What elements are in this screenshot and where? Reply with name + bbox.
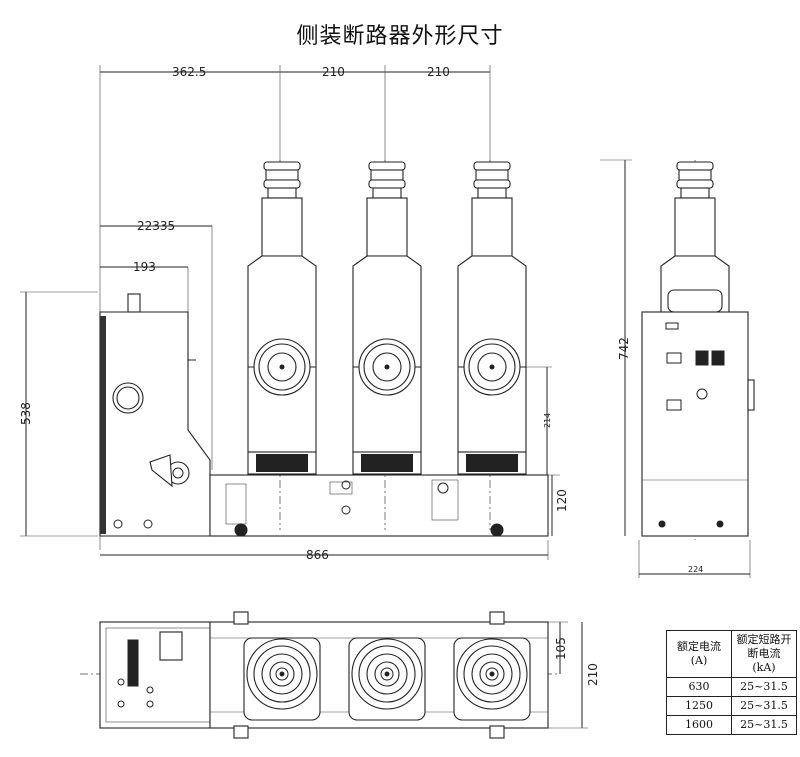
dim-22335: 22335 xyxy=(137,219,175,233)
table-row: 630 25~31.5 xyxy=(666,677,797,697)
table-cell-breaking: 25~31.5 xyxy=(731,715,797,735)
top-view: 105 210 xyxy=(80,611,600,739)
table-cell-current: 1600 xyxy=(666,715,732,735)
dim-362: 362.5 xyxy=(172,65,206,79)
dim-214: 214 xyxy=(543,413,552,428)
dim-120: 120 xyxy=(555,489,569,512)
table-header-breaking: 额定短路开断电流(kA) xyxy=(731,630,797,678)
dim-193: 193 xyxy=(133,260,156,274)
table-row: 1600 25~31.5 xyxy=(666,715,797,735)
table-header-current-label: 额定电流(A) xyxy=(677,640,721,667)
dim-224: 224 xyxy=(688,565,703,574)
dim-210-right: 210 xyxy=(427,65,450,79)
table-cell-current: 630 xyxy=(666,677,732,697)
table-cell-breaking: 25~31.5 xyxy=(731,696,797,716)
dim-742: 742 xyxy=(617,337,631,360)
drawing-title: 侧装断路器外形尺寸 xyxy=(296,24,504,49)
rating-table: 额定电流(A) 额定短路开断电流(kA) 630 25~31.5 1250 25… xyxy=(666,630,797,735)
dim-210-left: 210 xyxy=(322,65,345,79)
table-header-row: 额定电流(A) 额定短路开断电流(kA) xyxy=(666,630,797,678)
dim-105: 105 xyxy=(554,637,568,660)
table-header-current: 额定电流(A) xyxy=(666,630,732,678)
dim-210-side: 210 xyxy=(586,663,600,686)
side-view: 224 xyxy=(638,160,755,578)
table-row: 1250 25~31.5 xyxy=(666,696,797,716)
front-view: 362.5 210 210 22335 193 538 742 214 120 … xyxy=(19,65,632,562)
table-cell-breaking: 25~31.5 xyxy=(731,677,797,697)
dim-538: 538 xyxy=(19,402,33,425)
table-header-breaking-label: 额定短路开断电流(kA) xyxy=(736,633,792,674)
table-cell-current: 1250 xyxy=(666,696,732,716)
dim-866: 866 xyxy=(306,548,329,562)
